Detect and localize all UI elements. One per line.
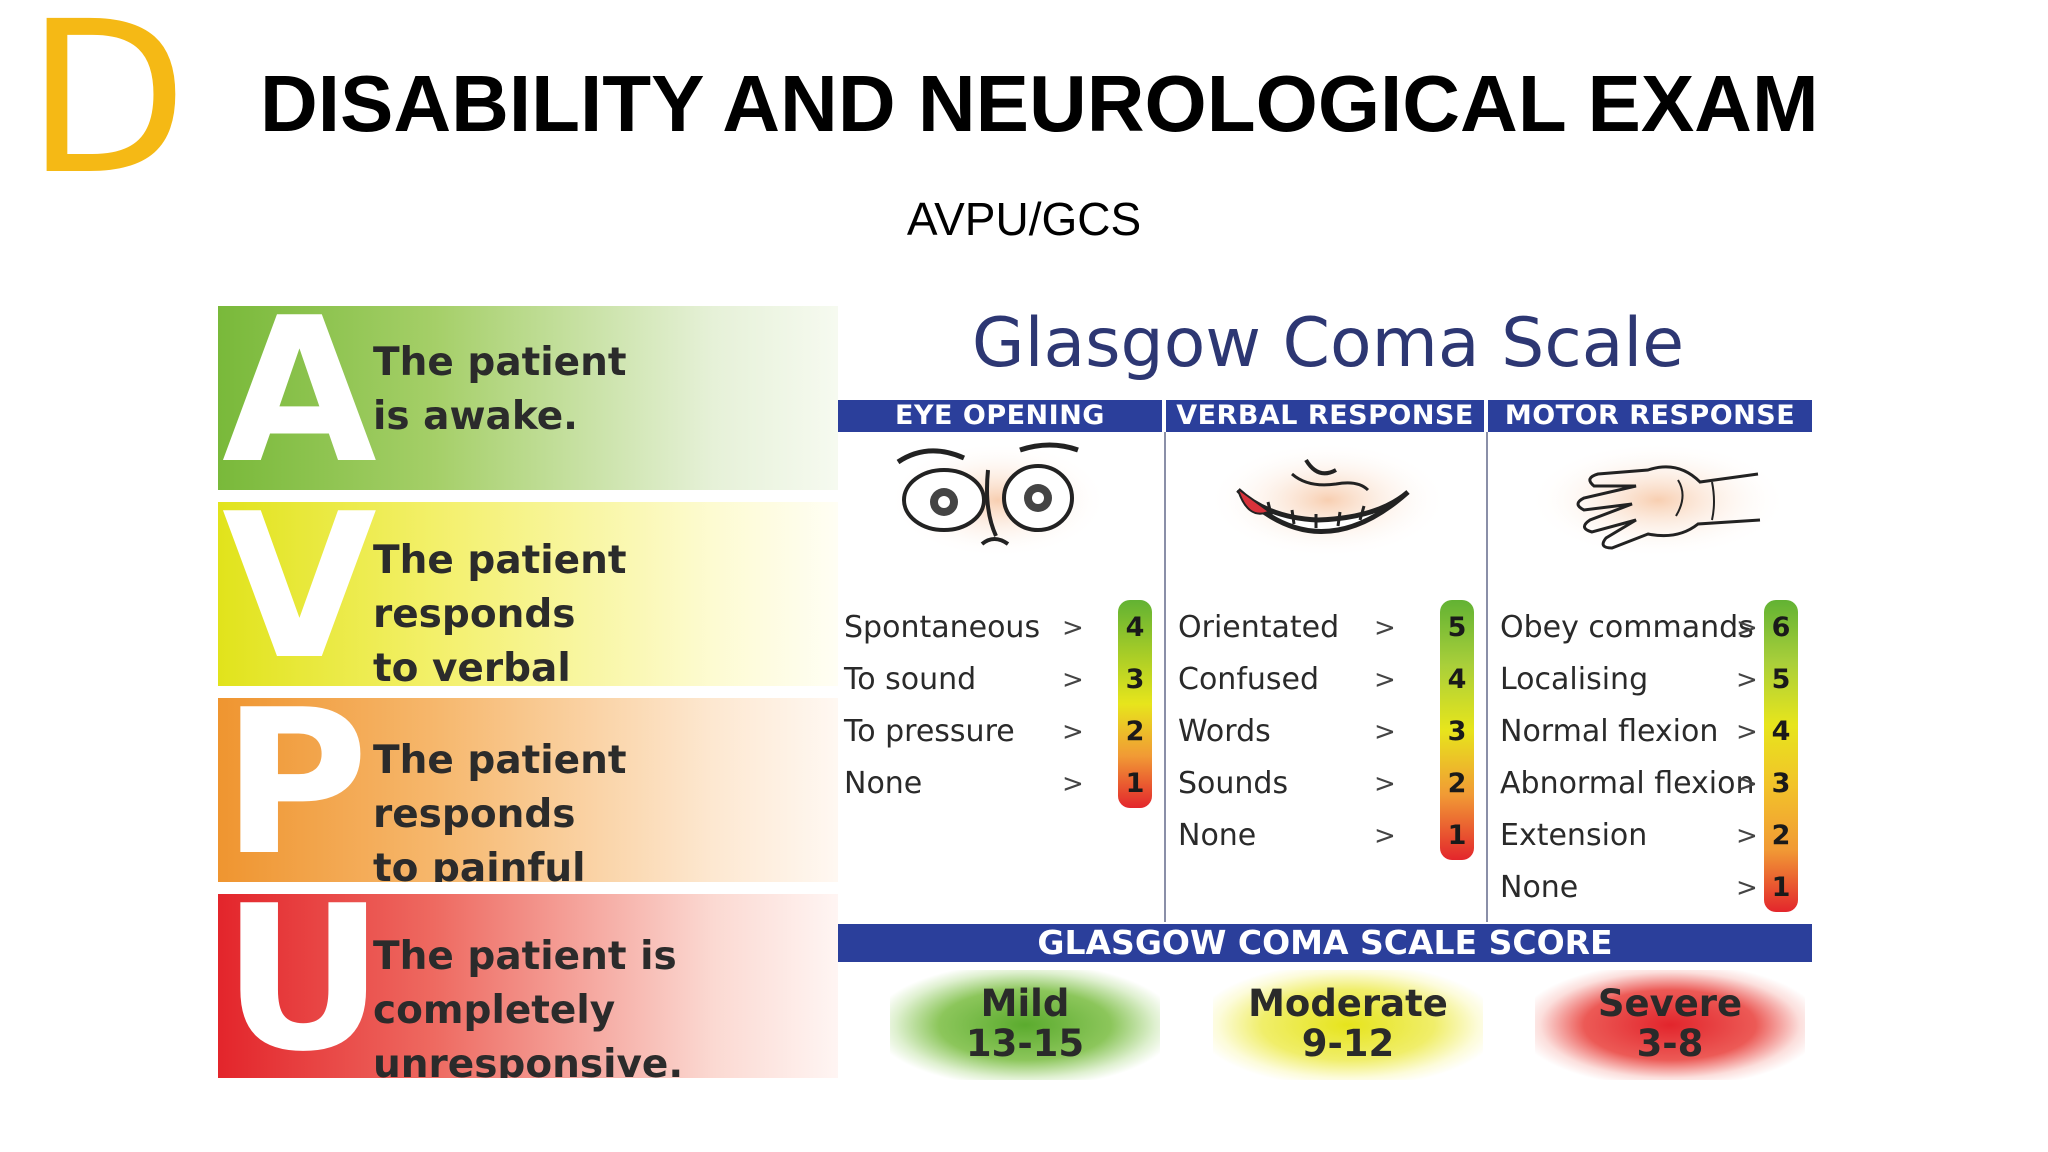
gcs-item: Extension [1500, 818, 1648, 853]
severity-range: 3-8 [1636, 1022, 1704, 1065]
column-divider [1486, 432, 1488, 922]
eyes-icon [888, 442, 1108, 558]
mouth-icon [1208, 442, 1448, 558]
arrow-icon: > [1736, 665, 1758, 695]
gcs-item: Obey commands [1500, 610, 1754, 645]
avpu-description: The patient responds to painful stimulat… [373, 734, 833, 882]
gcs-score: 1 [1125, 768, 1145, 799]
avpu-description: The patient is awake. [373, 336, 833, 444]
avpu-line: The patient responds [373, 738, 627, 837]
avpu-row-unresponsive: U The patient is completely unresponsive… [218, 894, 838, 1078]
gcs-score: 2 [1771, 820, 1791, 851]
avpu-line: to painful stimulation. [373, 846, 586, 882]
score-gradient-bar [1118, 600, 1152, 808]
severity-label: Moderate [1248, 982, 1448, 1025]
severity-severe: Severe 3-8 [1535, 970, 1805, 1080]
gcs-score: 5 [1771, 664, 1791, 695]
arrow-icon: > [1736, 821, 1758, 851]
severity-range: 13-15 [965, 1022, 1085, 1065]
gcs-item: To sound [844, 662, 977, 697]
avpu-line: is awake. [373, 394, 578, 439]
gcs-item: Abnormal flexion [1500, 766, 1755, 801]
arrow-icon: > [1374, 769, 1396, 799]
slide-title: DISABILITY AND NEUROLOGICAL EXAM [260, 59, 1819, 148]
gcs-item: Words [1178, 714, 1271, 749]
avpu-line: to verbal stimulation. [373, 646, 571, 686]
gcs-score: 3 [1125, 664, 1145, 695]
gcs-score: 4 [1447, 664, 1467, 695]
gcs-score: 2 [1447, 768, 1467, 799]
gcs-score: 4 [1771, 716, 1791, 747]
gcs-score: 2 [1125, 716, 1145, 747]
avpu-line: unresponsive. [373, 1042, 684, 1078]
col-heading-eye: EYE OPENING [838, 400, 1162, 432]
gcs-panel: Glasgow Coma Scale EYE OPENING VERBAL RE… [838, 300, 1818, 1080]
gcs-score: 1 [1447, 820, 1467, 851]
gcs-title: Glasgow Coma Scale [971, 304, 1685, 383]
gcs-item: Localising [1500, 662, 1649, 697]
gcs-item: Confused [1178, 662, 1320, 697]
col-heading-verbal: VERBAL RESPONSE [1166, 400, 1484, 432]
gcs-item: Normal flexion [1500, 714, 1719, 749]
gcs-item: None [1500, 870, 1579, 905]
arrow-icon: > [1736, 717, 1758, 747]
severity-label: Severe [1597, 982, 1743, 1025]
slide-subtitle: AVPU/GCS [906, 193, 1142, 245]
gcs-score: 3 [1771, 768, 1791, 799]
gcs-item: Orientated [1178, 610, 1340, 645]
arrow-icon: > [1062, 717, 1084, 747]
section-letter: D [26, 0, 188, 221]
avpu-letter: V [222, 502, 377, 686]
avpu-description: The patient is completely unresponsive. [373, 930, 833, 1078]
avpu-description: The patient responds to verbal stimulati… [373, 534, 833, 686]
severity-label: Mild [980, 982, 1070, 1025]
arrow-icon: > [1374, 613, 1396, 643]
arrow-icon: > [1374, 717, 1396, 747]
arrow-icon: > [1736, 613, 1758, 643]
col-heading-motor: MOTOR RESPONSE [1488, 400, 1812, 432]
arrow-icon: > [1374, 665, 1396, 695]
avpu-panel: A The patient is awake. V The patient re… [218, 306, 838, 1078]
severity-range: 9-12 [1301, 1022, 1395, 1065]
avpu-row-pain: P The patient responds to painful stimul… [218, 698, 838, 882]
severity-mild: Mild 13-15 [890, 970, 1160, 1080]
gcs-score: 4 [1125, 612, 1145, 643]
avpu-row-alert: A The patient is awake. [218, 306, 838, 490]
arrow-icon: > [1736, 873, 1758, 903]
gcs-score: 5 [1447, 612, 1467, 643]
gcs-item: None [844, 766, 923, 801]
avpu-letter: A [222, 306, 377, 490]
avpu-row-verbal: V The patient responds to verbal stimula… [218, 502, 838, 686]
arrow-icon: > [1062, 769, 1084, 799]
gcs-score: 3 [1447, 716, 1467, 747]
column-divider [1164, 432, 1166, 922]
gcs-score: 1 [1771, 872, 1791, 903]
arrow-icon: > [1062, 613, 1084, 643]
avpu-line: The patient responds [373, 538, 627, 637]
gcs-item: Spontaneous [844, 610, 1041, 645]
gcs-score-heading: GLASGOW COMA SCALE SCORE [838, 924, 1812, 962]
hand-icon [1528, 442, 1788, 558]
gcs-item: To pressure [844, 714, 1015, 749]
avpu-line: The patient [373, 340, 627, 385]
arrow-icon: > [1736, 769, 1758, 799]
avpu-letter: P [222, 698, 369, 882]
avpu-line: The patient is completely [373, 934, 677, 1033]
severity-moderate: Moderate 9-12 [1213, 970, 1483, 1080]
arrow-icon: > [1062, 665, 1084, 695]
score-gradient-bar [1440, 600, 1474, 860]
score-gradient-bar [1764, 600, 1798, 912]
gcs-item: None [1178, 818, 1257, 853]
gcs-item: Sounds [1178, 766, 1289, 801]
gcs-score: 6 [1771, 612, 1791, 643]
avpu-letter: U [222, 894, 385, 1078]
arrow-icon: > [1374, 821, 1396, 851]
